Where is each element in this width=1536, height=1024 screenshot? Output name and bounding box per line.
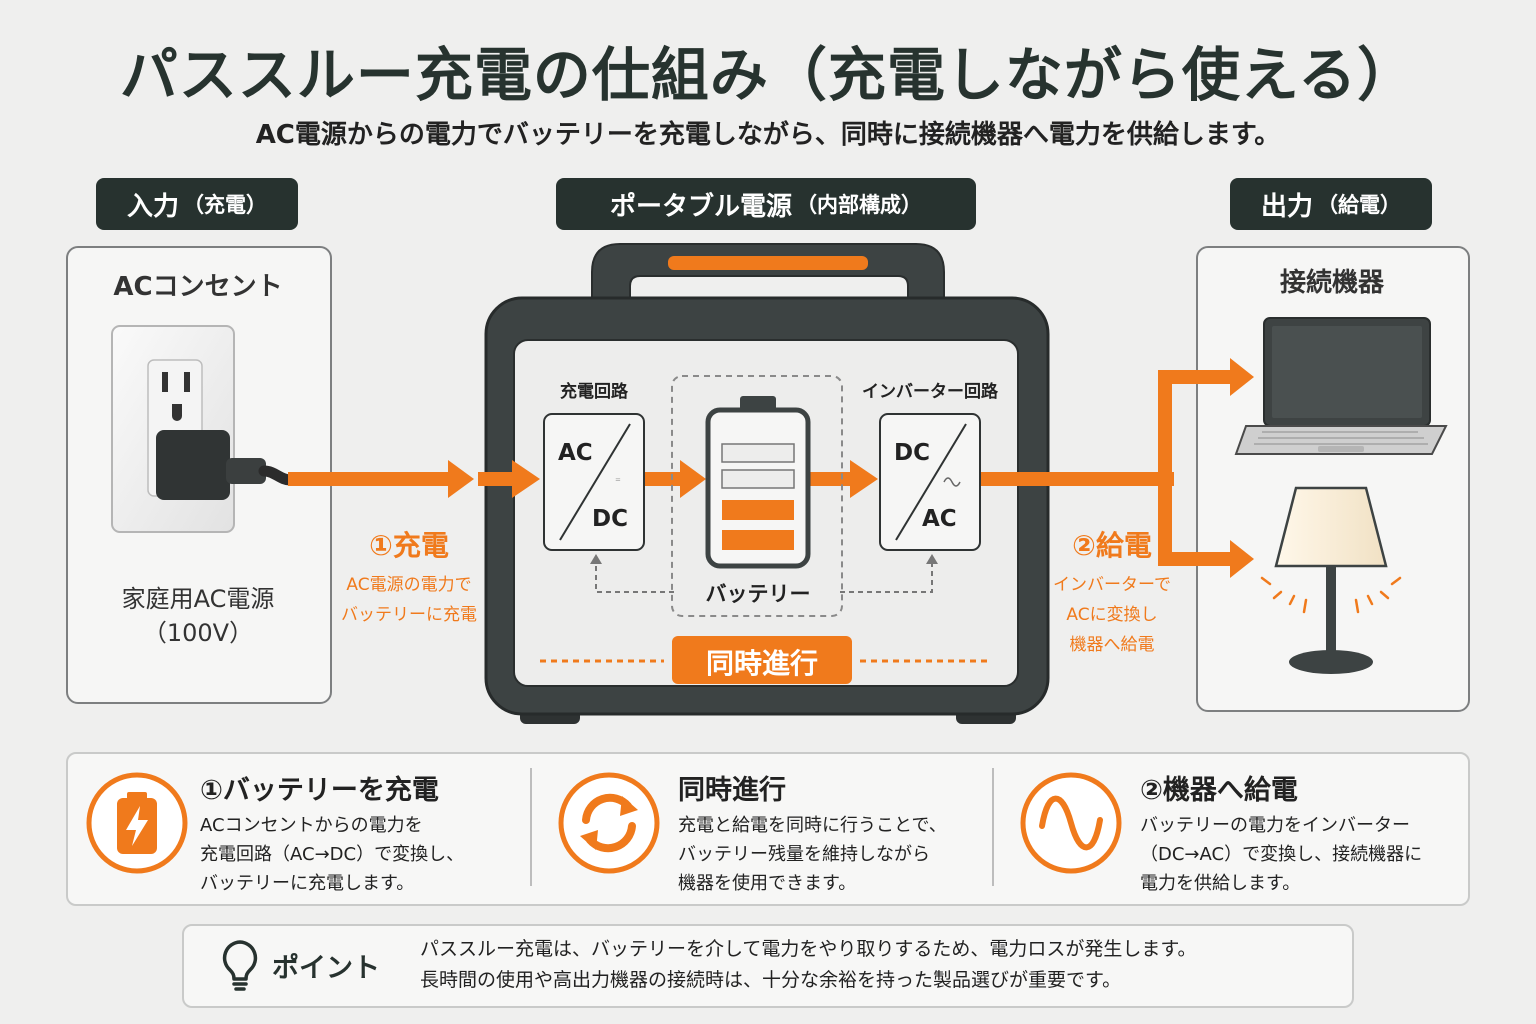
output-header-sub: （給電） (1317, 193, 1401, 217)
sine-wave-icon (1020, 772, 1122, 874)
charge-circuit-label: 充電回路 (560, 382, 628, 402)
input-label: 家庭用AC電源 （100V） (66, 582, 330, 650)
sync-icon (558, 772, 660, 874)
inverter-label: インバーター回路 (862, 382, 998, 402)
step-supply-desc-1: インバーターで (1053, 575, 1171, 595)
info-charge-line-2: 充電回路（AC→DC）で変換し、 (200, 844, 465, 865)
charge-circuit-bottom: DC (592, 506, 628, 532)
step-charge-desc-1: AC電源の電力で (346, 575, 472, 595)
device-header: ポータブル電源（内部構成） (556, 178, 976, 230)
info-divider-2 (992, 768, 994, 886)
lightbulb-icon (222, 940, 258, 991)
battery-dashed-frame (671, 375, 843, 617)
input-label-line1: 家庭用AC電源 (121, 585, 275, 613)
info-box (66, 752, 1470, 906)
power-station-handle (591, 243, 945, 331)
info-simultaneous-title: 同時進行 (678, 775, 786, 806)
info-supply-title: ②機器へ給電 (1140, 775, 1298, 806)
lamp-icon (1260, 486, 1402, 674)
step-charge-title: ①充電 (369, 529, 449, 562)
output-header: 出力（給電） (1230, 178, 1432, 230)
point-label: ポイント (272, 953, 380, 984)
outlet-icon (111, 325, 296, 533)
input-header-label: 入力 (126, 191, 179, 222)
info-simultaneous-line-3: 機器を使用できます。 (678, 873, 857, 894)
inverter-box (879, 413, 981, 551)
info-charge-line-1: ACコンセントからの電力を (200, 815, 423, 836)
laptop-icon (1234, 317, 1448, 455)
input-label-line2: （100V） (142, 619, 254, 647)
point-box (182, 924, 1354, 1008)
point-text: パススルー充電は、バッテリーを介して電力をやり取りするため、電力ロスが発生します… (420, 934, 1340, 996)
feedback-dashed-lines (595, 562, 933, 593)
flow-arrows (288, 358, 1254, 578)
info-supply-line-1: バッテリーの電力をインバーター (1140, 815, 1410, 836)
page-subtitle: AC電源からの電力でバッテリーを充電しながら、同時に接続機器へ電力を供給します。 (255, 120, 1281, 150)
step-supply-desc-2: ACに変換し (1066, 605, 1158, 625)
device-header-label: ポータブル電源 (609, 191, 792, 222)
info-item-charge: ①バッテリーを充電 ACコンセントからの電力を 充電回路（AC→DC）で変換し、… (200, 768, 520, 898)
point-line-1: パススルー充電は、バッテリーを介して電力をやり取りするため、電力ロスが発生します… (420, 938, 1197, 960)
step-charge-desc-2: バッテリーに充電 (341, 605, 477, 625)
svg-text:=: = (615, 476, 621, 484)
simultaneous-badge-bg (672, 636, 852, 684)
point-line-2: 長時間の使用や高出力機器の接続時は、十分な余裕を持った製品選びが重要です。 (420, 969, 1122, 991)
input-header: 入力（充電） (96, 178, 298, 230)
input-panel-title: ACコンセント (113, 272, 283, 302)
step-supply: ②給電 インバーターで ACに変換し 機器へ給電 (1044, 524, 1180, 660)
charge-circuit-top: AC (558, 440, 593, 466)
info-charge-line-3: バッテリーに充電します。 (200, 873, 415, 894)
battery-charge-icon (86, 772, 188, 874)
info-supply-line-3: 電力を供給します。 (1140, 873, 1301, 894)
page-title: パススルー充電の仕組み（充電しながら使える） (119, 41, 1417, 109)
step-supply-desc-3: 機器へ給電 (1069, 635, 1155, 655)
input-header-sub: （充電） (183, 193, 267, 217)
step-charge: ①充電 AC電源の電力で バッテリーに充電 (338, 524, 480, 630)
info-simultaneous-line-2: バッテリー残量を維持しながら (678, 844, 930, 865)
info-supply-line-2: （DC→AC）で変換し、接続機器に (1140, 844, 1423, 865)
step-supply-title: ②給電 (1072, 529, 1152, 562)
device-header-sub: （内部構成） (796, 193, 922, 217)
charge-circuit-box: = (543, 413, 645, 551)
info-simultaneous-line-1: 充電と給電を同時に行うことで、 (678, 815, 947, 836)
battery-label: バッテリー (705, 582, 811, 606)
info-divider-1 (530, 768, 532, 886)
inverter-top: DC (894, 440, 930, 466)
info-item-supply: ②機器へ給電 バッテリーの電力をインバーター （DC→AC）で変換し、接続機器に… (1140, 768, 1460, 898)
info-item-simultaneous: 同時進行 充電と給電を同時に行うことで、 バッテリー残量を維持しながら 機器を使… (678, 768, 978, 898)
output-header-label: 出力 (1260, 191, 1313, 222)
output-panel-title: 接続機器 (1279, 268, 1384, 298)
info-charge-title: ①バッテリーを充電 (200, 775, 439, 806)
battery-icon (705, 396, 811, 569)
inverter-bottom: AC (922, 506, 957, 532)
simultaneous-label: 同時進行 (705, 647, 818, 680)
